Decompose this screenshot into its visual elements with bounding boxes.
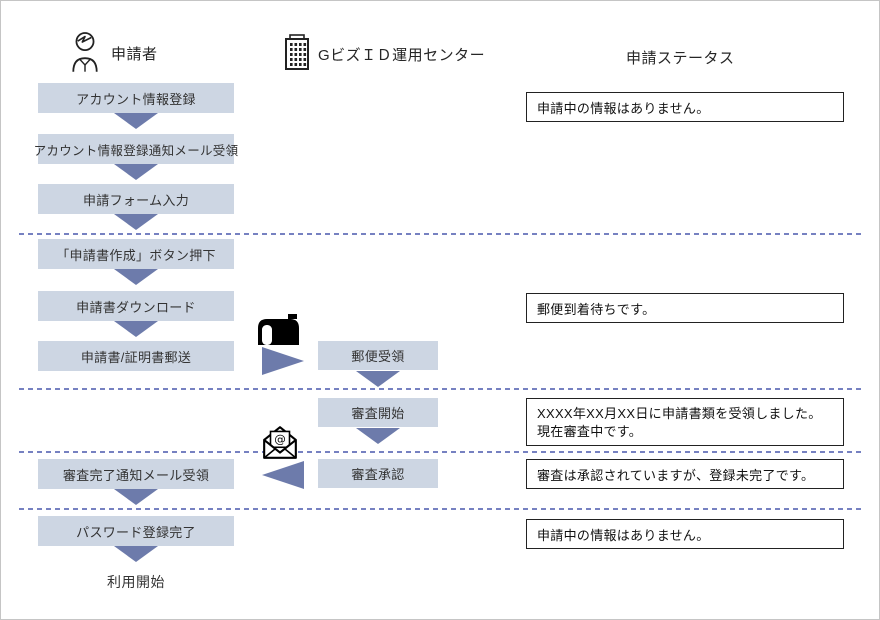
down-arrow-icon: [114, 321, 158, 337]
dashed-separator: [19, 388, 861, 390]
right-arrow-icon: [262, 347, 304, 375]
step-mail-receive: 郵便受領: [318, 341, 438, 370]
step-download: 申請書ダウンロード: [38, 291, 234, 321]
left-arrow-icon: [262, 461, 304, 489]
dashed-separator: [19, 451, 861, 453]
applicant-header-label: 申請者: [111, 45, 158, 63]
step-account-register: アカウント情報登録: [38, 83, 234, 113]
status-under-review-line1: XXXX年XX月XX日に申請書類を受領しました。: [537, 406, 822, 421]
step-form-input: 申請フォーム入力: [38, 184, 234, 214]
status-header-label: 申請ステータス: [626, 50, 735, 67]
down-arrow-icon: [114, 113, 158, 129]
step-password-complete: パスワード登録完了: [38, 516, 234, 546]
down-arrow-icon: [356, 371, 400, 387]
status-under-review-line2: 現在審査中です。: [537, 424, 643, 439]
operator-header-label: GビズＩＤ運用センター: [318, 46, 486, 64]
step-review-approve: 審査承認: [318, 459, 438, 488]
operator-column-header: GビズＩＤ運用センター: [284, 33, 485, 75]
person-icon: [67, 29, 103, 77]
step-mail-send: 申請書/証明書郵送: [38, 341, 234, 371]
step-create-button-press: 「申請書作成」ボタン押下: [38, 239, 234, 269]
status-no-application-1: 申請中の情報はありません。: [526, 92, 844, 122]
building-icon: [284, 33, 310, 75]
down-arrow-icon: [114, 546, 158, 562]
down-arrow-icon: [114, 164, 158, 180]
step-review-start: 審査開始: [318, 398, 438, 427]
svg-text:@: @: [274, 432, 286, 446]
status-approved-incomplete: 審査は承認されていますが、登録未完了です。: [526, 459, 844, 489]
down-arrow-icon: [114, 269, 158, 285]
down-arrow-icon: [114, 489, 158, 505]
down-arrow-icon: [114, 214, 158, 230]
status-column-header: 申請ステータス: [626, 47, 735, 68]
mail-envelope-icon: @: [261, 424, 299, 465]
step-review-complete-mail: 審査完了通知メール受領: [38, 459, 234, 489]
applicant-column-header: 申請者: [67, 29, 158, 77]
dashed-separator: [19, 233, 861, 235]
status-no-application-2: 申請中の情報はありません。: [526, 519, 844, 549]
status-under-review: XXXX年XX月XX日に申請書類を受領しました。 現在審査中です。: [526, 398, 844, 446]
mailbox-icon: [257, 314, 301, 351]
down-arrow-icon: [356, 428, 400, 444]
status-waiting-mail: 郵便到着待ちです。: [526, 293, 844, 323]
dashed-separator: [19, 508, 861, 510]
step-account-mail-receive: アカウント情報登録通知メール受領: [34, 134, 238, 164]
final-step-label: 利用開始: [107, 574, 165, 590]
